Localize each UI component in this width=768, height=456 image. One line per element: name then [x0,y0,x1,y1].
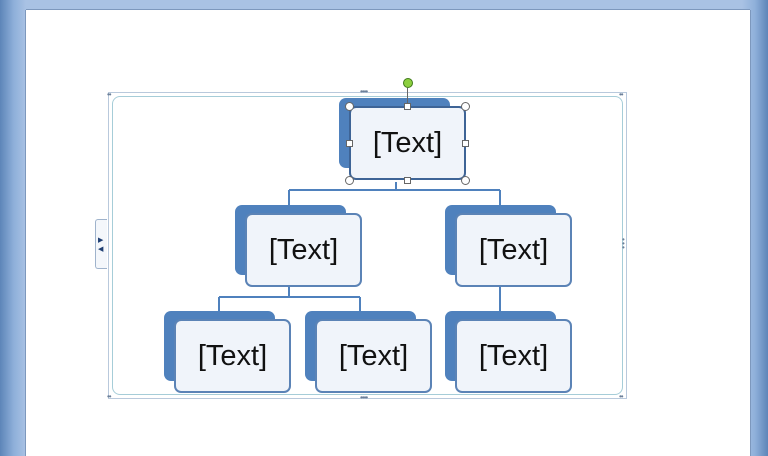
node-text-box[interactable]: [Text] [245,213,362,287]
resize-handle-top[interactable] [404,103,411,110]
resize-handle-top-right[interactable] [461,102,470,111]
resize-handle-left[interactable] [346,140,353,147]
resize-handle-top-left[interactable] [345,102,354,111]
smartart-frame[interactable] [108,92,627,399]
node-text-box[interactable]: [Text] [455,213,572,287]
resize-handle-right[interactable] [462,140,469,147]
resize-handle-bottom-left[interactable] [345,176,354,185]
frame-corner-tl-handle[interactable]: •• [107,90,112,99]
node-text-box[interactable]: [Text] [455,319,572,393]
resize-handle-bottom-right[interactable] [461,176,470,185]
resize-handle-bottom[interactable] [404,177,411,184]
rotate-handle-stem [407,88,408,103]
frame-right-resize-handle[interactable]: ••• [622,235,625,252]
frame-corner-bl-handle[interactable]: •• [107,392,112,401]
frame-bottom-resize-handle[interactable]: •••• [360,393,368,402]
frame-corner-br-handle[interactable]: •• [619,392,624,401]
frame-top-resize-handle[interactable]: •••• [360,87,368,96]
frame-corner-tr-handle[interactable]: •• [619,90,624,99]
smartart-canvas [112,96,623,395]
text-pane-toggle[interactable]: ▶ ◀ [95,219,107,269]
node-text-box[interactable]: [Text] [349,106,466,180]
rotate-handle-icon[interactable] [403,78,413,88]
node-text-box[interactable]: [Text] [315,319,432,393]
collapse-arrow-icon: ◀ [98,246,104,253]
expand-arrows-icon: ▶ [98,237,104,244]
node-text-box[interactable]: [Text] [174,319,291,393]
